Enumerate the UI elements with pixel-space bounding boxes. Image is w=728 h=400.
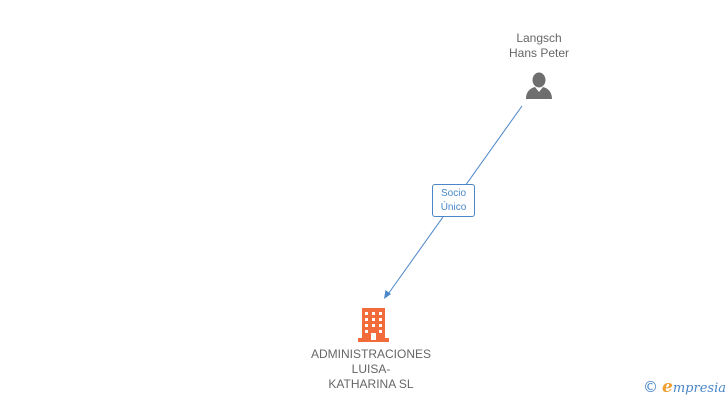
person-name[interactable]: Langsch Hans Peter (479, 31, 599, 61)
building-icon[interactable] (358, 308, 389, 342)
company-name-line3: KATHARINA SL (328, 377, 414, 391)
relation-label-line1: Socio (440, 188, 466, 199)
person-name-line1: Langsch (516, 31, 562, 45)
company-name-line2: LUISA- (351, 362, 391, 376)
brand-logo-initial: e (662, 377, 673, 397)
empresia-watermark: © empresia (643, 377, 726, 397)
relation-label-line2: Único (440, 202, 467, 213)
brand-logo-rest: mpresia (672, 381, 726, 396)
person-icon[interactable] (526, 72, 552, 100)
company-name[interactable]: ADMINISTRACIONES LUISA- KATHARINA SL (291, 347, 451, 392)
relation-label[interactable]: Socio Único (432, 184, 475, 217)
brand-logo: empresia (662, 377, 726, 397)
copyright-icon: © (643, 378, 659, 396)
person-name-line2: Hans Peter (508, 46, 570, 60)
company-name-line1: ADMINISTRACIONES (310, 347, 431, 361)
